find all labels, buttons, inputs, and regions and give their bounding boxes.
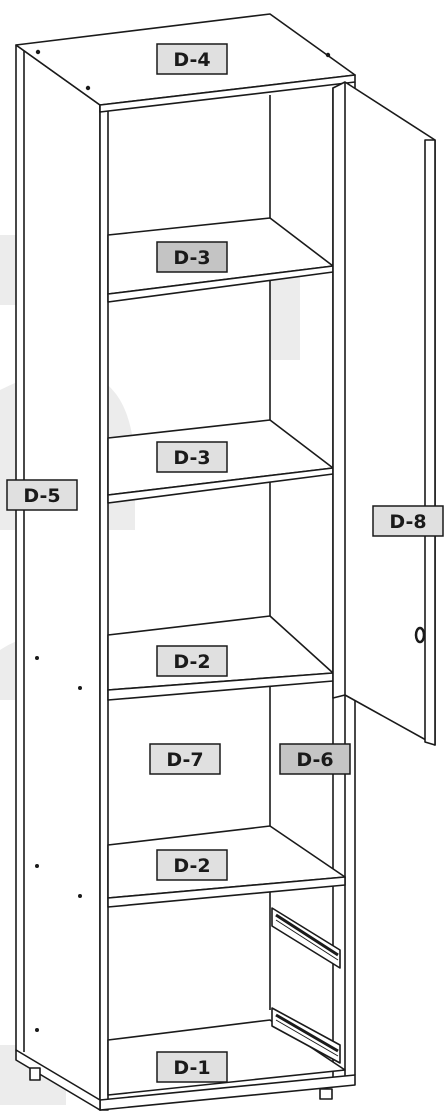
svg-text:D-5: D-5 xyxy=(23,485,60,507)
part-labels: D-4 D-3 D-3 D-5 D-8 D-2 D-7 D-6 xyxy=(6,43,444,1083)
screw-holes xyxy=(35,49,331,1032)
label-door: D-8 xyxy=(372,505,444,537)
svg-text:D-4: D-4 xyxy=(173,49,210,71)
plinth-side xyxy=(15,1049,101,1111)
label-divider: D-6 xyxy=(279,743,351,775)
label-shelf-fixed-upper: D-2 xyxy=(156,645,228,677)
label-side-panel-left: D-5 xyxy=(6,479,78,511)
cabinet-lines xyxy=(15,13,436,1111)
drawer-runner-upper xyxy=(271,907,341,969)
side-panel-front-edge xyxy=(99,102,109,1111)
svg-text:D-6: D-6 xyxy=(296,749,333,771)
svg-text:D-1: D-1 xyxy=(173,1057,210,1079)
svg-text:D-3: D-3 xyxy=(173,447,210,469)
label-top-panel: D-4 xyxy=(156,43,228,75)
foot-right xyxy=(319,1088,333,1100)
svg-text:D-8: D-8 xyxy=(389,511,426,533)
side-panel-left xyxy=(15,44,101,1111)
svg-text:D-3: D-3 xyxy=(173,247,210,269)
label-shelf-upper: D-3 xyxy=(156,241,228,273)
door-edge xyxy=(424,139,436,746)
label-bottom-panel: D-1 xyxy=(156,1051,228,1083)
foot-left xyxy=(29,1067,41,1081)
svg-text:D-7: D-7 xyxy=(166,749,203,771)
label-shelf-middle: D-3 xyxy=(156,441,228,473)
svg-text:D-2: D-2 xyxy=(173,651,210,673)
door-knob-icon xyxy=(414,626,426,644)
door xyxy=(332,81,436,746)
label-back-left: D-7 xyxy=(149,743,221,775)
svg-text:D-2: D-2 xyxy=(173,855,210,877)
label-shelf-fixed-lower: D-2 xyxy=(156,849,228,881)
shelf-fixed-lower-edge xyxy=(107,876,346,908)
watermark-bar-right xyxy=(270,270,300,360)
drawer-runner-lower xyxy=(271,1007,341,1064)
